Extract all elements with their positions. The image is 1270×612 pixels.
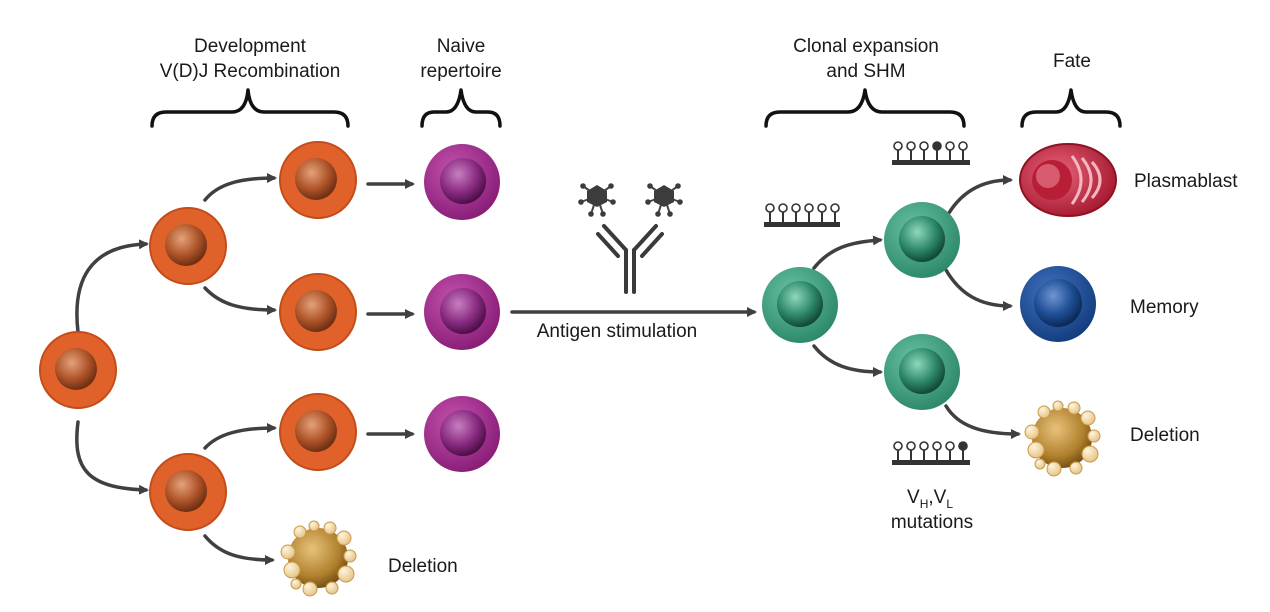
naive-label: Naive [437,36,486,57]
arrows [75,173,1021,565]
development-brace [150,88,350,128]
arrow-pre-to-upper [203,173,277,202]
fate-label: Fate [1053,51,1091,72]
arrow-to-upper-green [812,235,883,270]
stage-header-naive: Naive repertoire [420,36,502,128]
antigen-icon-left [577,182,617,218]
clonal-brace [764,88,966,128]
arrow-progenitor-down [75,420,149,495]
antigen-icon-right [644,182,684,218]
naive-brace [420,88,502,128]
apoptotic-cell-fate [1024,400,1101,477]
receptor-mutated-lower [892,441,970,465]
and-shm-label: and SHM [826,61,905,82]
naive-cell-2 [424,274,500,350]
deletion-label-fate: Deletion [1130,425,1200,446]
memory-label: Memory [1130,297,1199,318]
antigen-stimulation-label: Antigen stimulation [537,321,698,342]
mutations-label: mutations [891,512,973,533]
arrow-to-memory [944,268,1013,311]
naive-cell-3 [424,396,500,472]
stage-header-fate: Fate [1020,51,1122,128]
development-label: Development [194,36,307,57]
immature-cell-3 [279,393,357,471]
antibody-icon [596,224,664,294]
progenitor-cell [39,331,117,409]
cells-development [39,141,357,597]
plasmablast-cell [1019,143,1117,217]
pre-b-cell-lower [149,453,227,531]
activated-cell [762,267,838,343]
apoptotic-cell-development [280,520,357,597]
deletion-label-development: Deletion [388,556,458,577]
arrow-to-plasmablast [944,175,1013,220]
naive-cell-1 [424,144,500,220]
arrow-to-lower-green [812,344,883,377]
memory-cell [1020,266,1096,342]
clonal-cell-lower [884,334,960,410]
stage-header-development: Development V(D)J Recombination [150,36,350,128]
clonal-expansion-label: Clonal expansion [793,36,939,57]
vh-vl-label: VH,VL [907,487,953,511]
clonal-cell-upper [884,202,960,278]
antibody-antigen-icon [577,182,684,294]
arrow-pre-to-deletion [203,534,275,565]
arrow-pre-to-middle [203,286,277,315]
cells-naive [424,144,500,472]
pre-b-cell-upper [149,207,227,285]
arrow-progenitor-up [75,239,149,334]
repertoire-label: repertoire [420,61,501,82]
arrow-pre-to-lower [203,423,277,450]
receptor-mutated-upper [892,141,970,165]
stage-header-clonal: Clonal expansion and SHM [764,36,966,128]
plasmablast-label: Plasmablast [1134,171,1238,192]
cells-activated [762,202,960,410]
immature-cell-2 [279,273,357,351]
receptor-unmutated [764,203,840,227]
arrow-to-deletion-fate [944,404,1021,439]
fate-brace [1020,88,1122,128]
vdj-recombination-label: V(D)J Recombination [160,61,341,82]
immature-cell-1 [279,141,357,219]
